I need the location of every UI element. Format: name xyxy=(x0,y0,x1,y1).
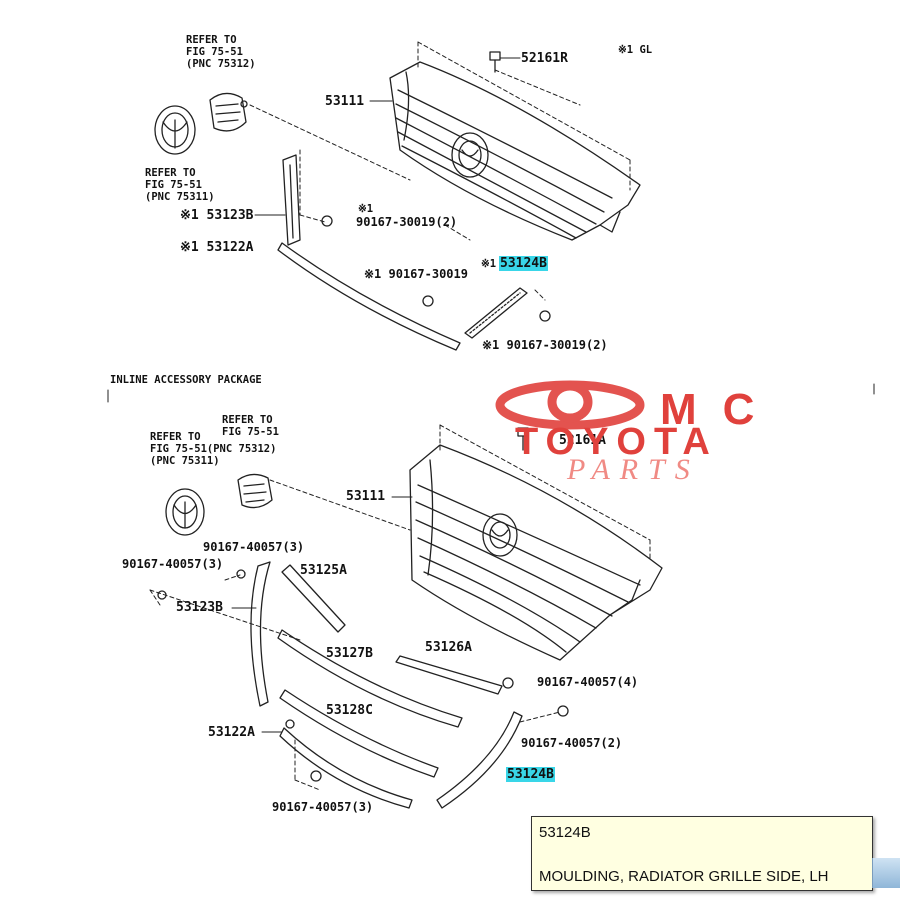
label-53126a[interactable]: 53126A xyxy=(425,640,472,655)
bottom-clip-f xyxy=(557,705,569,717)
bottom-grille-53111 xyxy=(409,444,663,661)
label-bottom-53122a[interactable]: 53122A xyxy=(208,725,255,740)
label-bottom-clip-left[interactable]: 90167-40057(3) xyxy=(122,557,224,571)
watermark-parts: PARTS xyxy=(567,453,700,486)
label-bottom-clip-right[interactable]: 90167-40057(4) xyxy=(537,675,639,689)
watermark-mc: MC xyxy=(660,385,781,434)
tooltip-part-description: MOULDING, RADIATOR GRILLE SIDE, LH xyxy=(539,868,829,885)
bottom-refer-right: REFER TO FIG 75-51 xyxy=(222,414,279,438)
label-bottom-53124b[interactable]: 53124B xyxy=(506,767,555,782)
label-bottom-clip-top[interactable]: 90167-40057(3) xyxy=(203,540,305,554)
top-grille-53111 xyxy=(389,61,641,241)
label-top-53122a[interactable]: ※1 53122A xyxy=(180,240,254,255)
top-moulding-53122a xyxy=(277,242,461,351)
top-clip-a xyxy=(321,215,333,227)
bottom-moulding-53126a xyxy=(395,655,503,695)
label-bottom-53123b[interactable]: 53123B xyxy=(176,600,223,615)
label-bottom-clip-mid[interactable]: 90167-40057(2) xyxy=(521,736,623,750)
top-bolt-52161r xyxy=(489,51,501,73)
bottom-clip-b xyxy=(157,590,167,600)
bottom-clip-c xyxy=(502,677,514,689)
top-moulding-53124b xyxy=(464,287,528,339)
top-clip-b xyxy=(422,295,434,307)
bottom-emblem-base xyxy=(237,473,273,509)
bottom-clip-a xyxy=(236,569,246,579)
top-emblem-front xyxy=(154,105,196,155)
bottom-moulding-53122a xyxy=(279,727,413,809)
top-corner-note: ※1 GL xyxy=(618,44,653,56)
bottom-moulding-53124b xyxy=(436,711,523,809)
label-top-clip-center[interactable]: 90167-30019(2) xyxy=(356,215,458,229)
bottom-strip-53123b xyxy=(250,561,271,707)
label-top-53123b[interactable]: ※1 53123B xyxy=(180,208,254,223)
tooltip-part-code: 53124B xyxy=(539,824,591,841)
bottom-emblem-front xyxy=(165,488,205,536)
label-top-clip-bottom[interactable]: ※1 90167-30019(2) xyxy=(482,338,608,352)
top-leaders xyxy=(254,57,521,216)
watermark-logo: MC TOYOTA PARTS xyxy=(495,385,865,486)
bottom-heading: INLINE ACCESSORY PACKAGE xyxy=(110,374,262,386)
label-top-53124b[interactable]: 53124B xyxy=(499,256,548,271)
top-dash-lines xyxy=(249,41,631,301)
top-refer-right: REFER TO FIG 75-51 (PNC 75312) xyxy=(186,34,256,70)
top-clip-c xyxy=(539,310,551,322)
bottom-clip-e xyxy=(310,770,322,782)
watermark-toyota-emblem xyxy=(495,380,645,430)
bottom-bolt-52161a xyxy=(517,427,529,451)
label-53124b-mark: ※1 xyxy=(481,258,497,270)
label-53127b[interactable]: 53127B xyxy=(326,646,373,661)
label-top-53111[interactable]: 53111 xyxy=(325,94,365,109)
label-bottom-53111[interactable]: 53111 xyxy=(346,489,386,504)
label-clip-mark: ※1 xyxy=(358,203,374,215)
label-52161r[interactable]: 52161R xyxy=(521,51,568,66)
part-tooltip: 53124B MOULDING, RADIATOR GRILLE SIDE, L… xyxy=(531,816,873,891)
label-53128c[interactable]: 53128C xyxy=(326,703,373,718)
label-52161a[interactable]: 52161A xyxy=(559,433,606,448)
label-53125a[interactable]: 53125A xyxy=(300,563,347,578)
bottom-clip-d xyxy=(285,719,295,729)
label-bottom-clip-bottom[interactable]: 90167-40057(3) xyxy=(272,800,374,814)
top-emblem-base xyxy=(209,92,248,132)
bottom-moulding-53128c xyxy=(279,689,439,778)
watermark-toyota: TOYOTA xyxy=(515,421,718,463)
bottom-moulding-53127b xyxy=(277,629,463,728)
bottom-leaders xyxy=(231,496,413,733)
bottom-refer-left: REFER TO FIG 75-51(PNC 75312) (PNC 75311… xyxy=(150,431,277,467)
top-refer-left: REFER TO FIG 75-51 (PNC 75311) xyxy=(145,167,215,203)
top-strip-53123b xyxy=(282,154,301,246)
window-corner-strip xyxy=(872,858,900,888)
bottom-moulding-53125a xyxy=(281,564,346,633)
label-top-clip-left[interactable]: ※1 90167-30019 xyxy=(364,267,468,281)
